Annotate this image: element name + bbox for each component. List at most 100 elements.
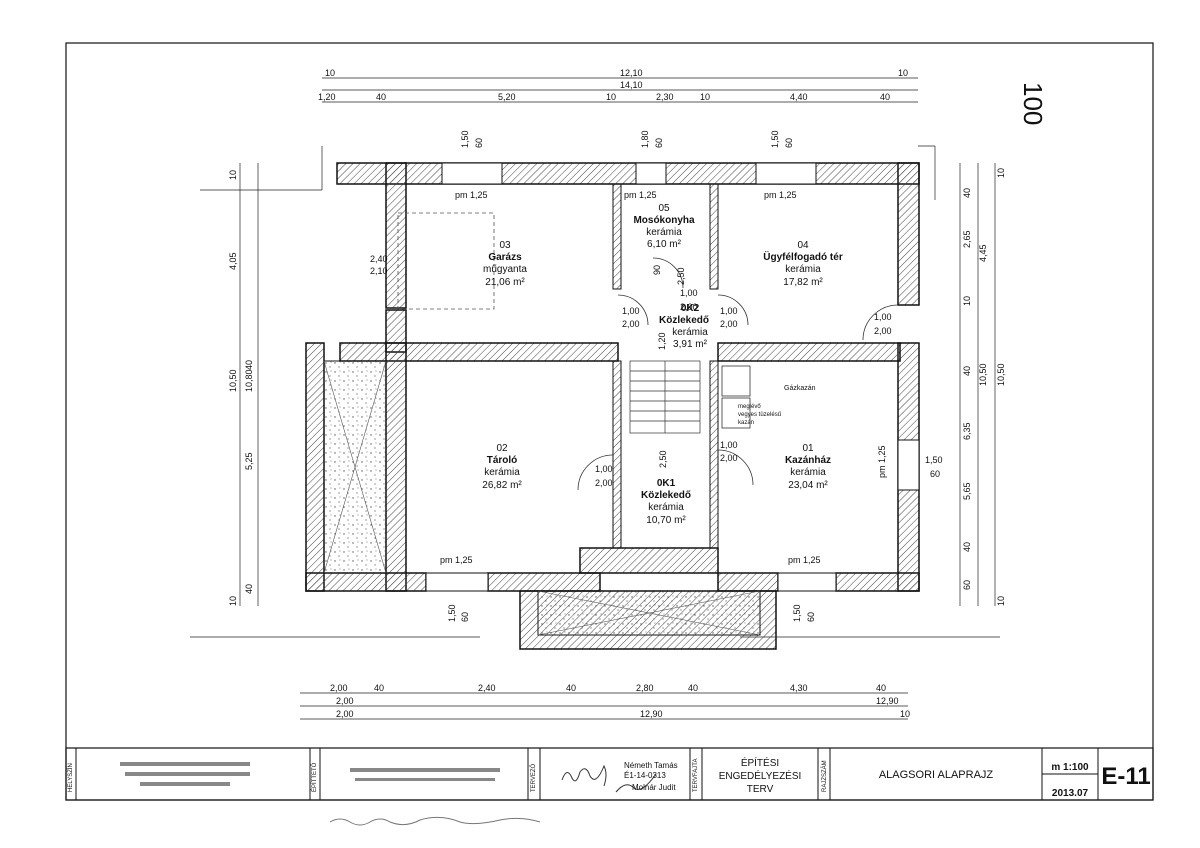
- signature: [561, 764, 607, 787]
- drawing-title: ALAGSORI ALAPRAJZ: [879, 769, 994, 781]
- room-floor: kerámia: [672, 327, 708, 338]
- dim-left-7: 10: [228, 596, 238, 606]
- dim-win-3: 1,80: [640, 130, 650, 148]
- dim-door-mid-1: 1,00: [720, 306, 738, 316]
- label-rajzszam: RAJZSZÁM: [821, 760, 828, 792]
- title-block: HELYSZÍN ÉPÍTTETŐ TERVEZŐ TERVFAJTA RAJZ…: [65, 747, 1154, 801]
- owner-text-blur: [350, 768, 500, 772]
- signature-2: [615, 773, 657, 793]
- room-area: 21,06 m²: [485, 277, 525, 288]
- dim-win-5: 1,50: [770, 130, 780, 148]
- dim-door-taro-2: 2,00: [595, 478, 613, 488]
- dim-right-7: 10,50: [996, 363, 1006, 386]
- dim-top-3-3: 10: [606, 92, 616, 102]
- room-number: 02: [496, 443, 508, 454]
- dim-right-5: 40: [962, 366, 972, 376]
- label-epitteto: ÉPÍTTETŐ: [311, 762, 318, 792]
- sill-2: pm 1,25: [624, 190, 657, 200]
- dim-top-2: 14,10: [620, 80, 643, 90]
- dim-misc-2: 1,20: [657, 332, 667, 350]
- sill-3: pm 1,25: [764, 190, 797, 200]
- room-name: Közlekedő: [641, 490, 691, 501]
- dim-win-6: 60: [784, 138, 794, 148]
- room-name: Tároló: [487, 455, 518, 466]
- dim-top-1-c: 10: [898, 68, 908, 78]
- dim-right-12: 10: [996, 596, 1006, 606]
- plan-type-3: TERV: [747, 784, 774, 795]
- label-tervezo: TERVEZŐ: [530, 763, 537, 792]
- dim-bot-1-5: 40: [688, 683, 698, 693]
- room-floor: kerámia: [785, 264, 821, 275]
- staircase: [629, 360, 701, 434]
- dim-right-10: 40: [962, 542, 972, 552]
- walls: [305, 162, 920, 592]
- dim-bot-2-1: 12,90: [876, 696, 899, 706]
- room-floor: kerámia: [790, 467, 826, 478]
- dim-bot-1-0: 2,00: [330, 683, 348, 693]
- room-taroló: 02 Tároló kerámia 26,82 m²: [482, 443, 522, 491]
- boiler-box: [721, 365, 751, 397]
- room-name: Ügyfélfogadó tér: [763, 250, 843, 263]
- dim-bot-3-1: 12,90: [640, 709, 663, 719]
- sill-6: pm 1,25: [877, 445, 887, 478]
- room-name: Kazánház: [785, 455, 831, 466]
- dim-win-1: 1,50: [460, 130, 470, 148]
- label-tervfajta: TERVFAJTA: [693, 759, 699, 792]
- dim-top-3-1: 40: [376, 92, 386, 102]
- room-labels: 03 Garázs műgyanta 21,06 m² 05 Mosókonyh…: [482, 203, 843, 526]
- dim-left-1: 4,05: [228, 252, 238, 270]
- room-name: Garázs: [488, 252, 522, 263]
- dim-misc-5: 60: [930, 469, 940, 479]
- room-number: 04: [797, 240, 809, 251]
- dim-top-1-b: 12,10: [620, 68, 643, 78]
- room-mosokonyha: 05 Mosókonyha kerámia 6,10 m²: [633, 203, 695, 250]
- dim-misc-4: 1,50: [925, 455, 943, 465]
- dim-left-3: 10,80: [244, 369, 254, 392]
- room-kazanhaz: 01 Kazánház kerámia 23,04 m²: [785, 443, 831, 491]
- room-name: Mosókonyha: [633, 215, 695, 226]
- dim-misc-8: 1,50: [792, 604, 802, 622]
- dim-0k2-1: 1,00: [680, 288, 698, 298]
- dim-misc-9: 60: [806, 612, 816, 622]
- room-floor: műgyanta: [483, 264, 527, 275]
- dim-door-left-2: 2,00: [622, 319, 640, 329]
- dim-right-8: 6,35: [962, 422, 972, 440]
- dim-top-1-a: 10: [325, 68, 335, 78]
- plan-type-1: ÉPÍTÉSI: [741, 756, 779, 769]
- dim-left-0: 10: [228, 170, 238, 180]
- dim-top-3-4: 2,30: [656, 92, 674, 102]
- dim-bot-1-1: 40: [374, 683, 384, 693]
- room-area: 17,82 m²: [783, 277, 823, 288]
- dim-right-2: 2,65: [962, 230, 972, 248]
- sill-5: pm 1,25: [788, 555, 821, 565]
- dim-0k2-2: 2,00: [680, 302, 698, 312]
- dim-left-6: 40: [244, 584, 254, 594]
- boiler2-note-2: vegyes tüzelésű: [738, 412, 782, 418]
- room-number: 01: [802, 443, 814, 454]
- dim-win-4: 60: [654, 138, 664, 148]
- dim-left-5: 5,25: [244, 452, 254, 470]
- sheet-number: E-11: [1101, 763, 1150, 790]
- label-helyszin: HELYSZÍN: [67, 763, 74, 792]
- boiler2-note-1: meglévő: [738, 404, 761, 410]
- dim-door-taro-1: 1,00: [595, 464, 613, 474]
- boiler-box-2: [721, 397, 751, 429]
- sill-4: pm 1,25: [440, 555, 473, 565]
- date: 2013.07: [1052, 788, 1089, 799]
- dim-win-2: 60: [474, 138, 484, 148]
- dim-misc-7: 60: [460, 612, 470, 622]
- site-text-blur: [120, 762, 250, 766]
- dim-right-1: 40: [962, 188, 972, 198]
- dim-top-3-7: 40: [880, 92, 890, 102]
- designer-no: É1-14-0313: [624, 771, 666, 780]
- dim-misc-1: 2,50: [676, 267, 686, 285]
- designer2: Molnár Judit: [632, 783, 676, 792]
- plan-type-2: ENGEDÉLYEZÉSI: [719, 769, 802, 782]
- handwriting-bottom: [329, 816, 541, 826]
- dimension-lines: [190, 77, 1000, 720]
- room-number: 0K2: [681, 303, 700, 314]
- dim-garage-door-2: 2,10: [370, 266, 388, 276]
- dimension-texts: 10 12,10 10 14,10 1,20 40 5,20 10 2,30 1…: [228, 68, 1006, 719]
- boiler-note: Gázkazán: [784, 385, 816, 392]
